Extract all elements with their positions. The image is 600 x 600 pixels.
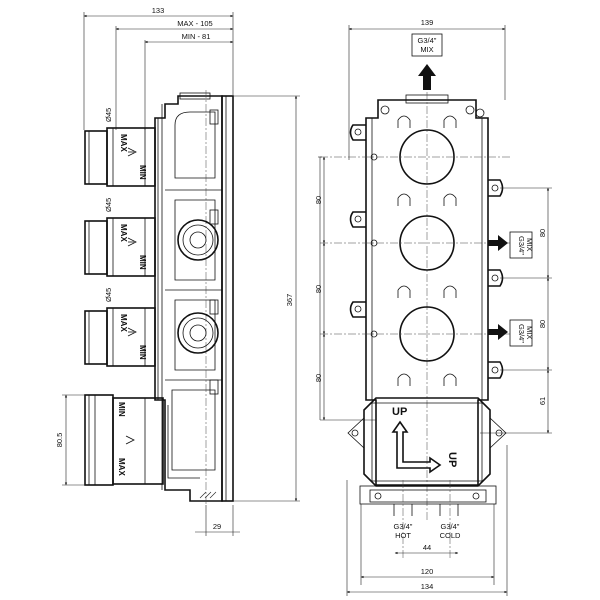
handle-3-min: MIN [138,345,147,360]
dim-overall-depth: 133 [152,6,165,15]
right-port-1-arrow [488,235,508,251]
dim-plate: 29 [213,522,221,531]
top-mix-port: G3/4" MIX [411,33,443,90]
handle-3-max: MAX [119,314,128,332]
top-port-arrow [418,64,436,90]
right-port-1-thread: G3/4" [517,236,526,255]
valve-body-side [154,90,223,505]
right-port-2-label: MIX [525,326,534,339]
box-up-side: UP [446,452,458,467]
dim-left-3: 80 [314,374,323,382]
handle-2-max: MAX [119,224,128,242]
handle-4-min: MIN [117,402,126,417]
hot-label: HOT [395,531,411,540]
dim-plate-group: 29 [195,505,240,536]
right-mix-port-1: G3/4" MIX [488,231,534,259]
dim-max-depth: MAX - 105 [177,19,212,28]
right-port-1-label: MIX [525,238,534,251]
dim-min-depth: MIN - 81 [182,32,211,41]
valve-body-front [320,92,510,520]
side-top-dimensions: 133 MAX - 105 MIN - 81 [83,6,234,130]
mounting-plate: 367 [221,95,300,502]
handle-1: MAX MIN Ø45 [84,108,156,187]
top-port-label: MIX [420,45,433,54]
handle-2-dia: Ø45 [104,198,113,212]
dim-right-1: 80 [538,229,547,237]
dim-bottom-handle: 80.5 [55,433,64,448]
handle-3-dia: Ø45 [104,288,113,302]
left-spacing-dims: 80 80 80 [314,156,376,421]
front-view: 139 G3/4" MIX [314,18,552,596]
right-port-2-thread: G3/4" [517,324,526,343]
dim-height: 367 [285,294,294,307]
side-view: 133 MAX - 105 MIN - 81 367 [55,6,300,536]
bottom-inlets: G3/4" HOT G3/4" COLD [359,480,497,560]
handle-4-max: MAX [117,458,126,476]
right-mix-port-2: G3/4" MIX [488,319,534,347]
dim-inlet-spacing: 44 [423,543,431,552]
dim-top-width: 139 [421,18,434,27]
top-port-thread: G3/4" [418,36,437,45]
handle-2-min: MIN [138,255,147,270]
handle-1-min: MIN [138,165,147,180]
dim-width-134: 134 [421,582,434,591]
dim-left-1: 80 [314,196,323,204]
cold-label: COLD [440,531,461,540]
dim-left-2: 80 [314,285,323,293]
dim-right-2: 80 [538,320,547,328]
right-spacing-dims: 80 80 61 [480,187,552,434]
handle-1-max: MAX [119,134,128,152]
dim-width-120: 120 [421,567,434,576]
bottom-dims: 44 120 134 [346,445,508,596]
handle-2: MAX MIN Ø45 [84,198,156,277]
box-up-top: UP [392,406,407,418]
handle-3: MAX MIN Ø45 [84,288,156,367]
handle-1-dia: Ø45 [104,108,113,122]
handle-4: MAX MIN 80.5 [55,394,164,486]
dim-right-3: 61 [538,397,547,405]
front-top-dimension: 139 [348,18,506,160]
right-port-2-arrow [488,324,508,340]
